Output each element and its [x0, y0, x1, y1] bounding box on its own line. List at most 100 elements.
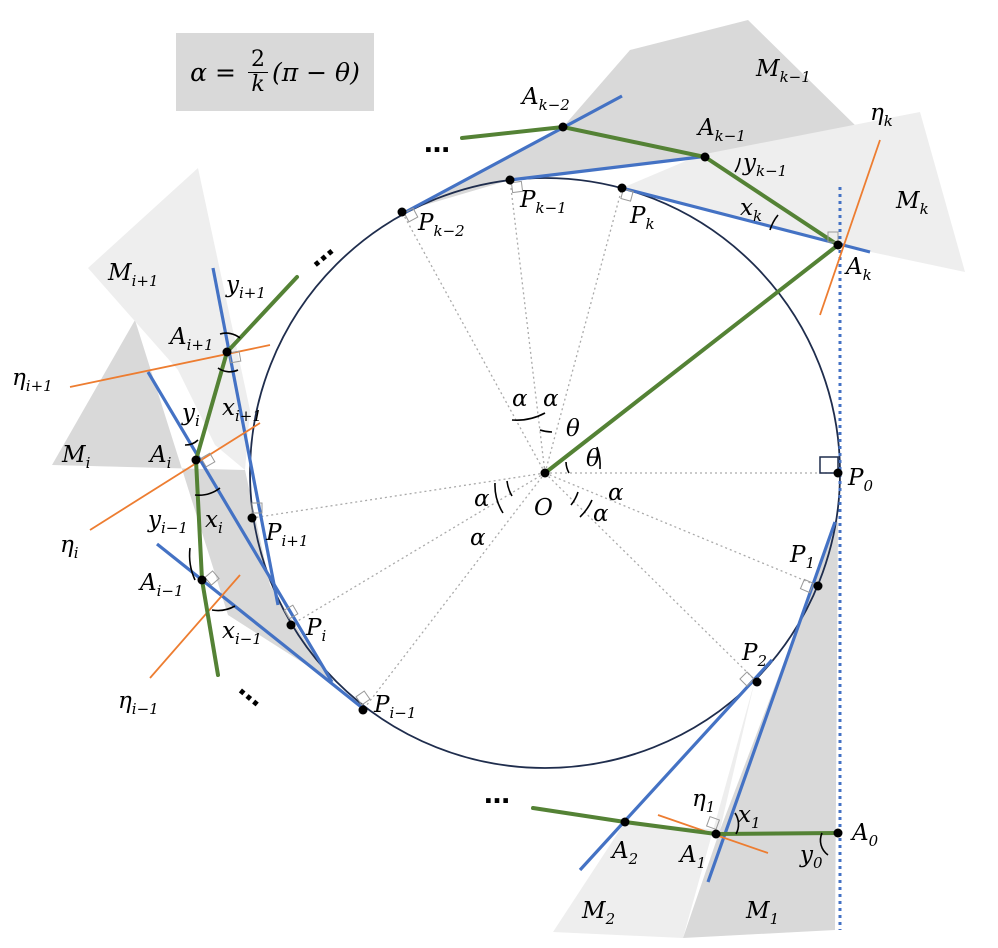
formula-numerator: 2 — [248, 47, 268, 73]
point-P1 — [813, 581, 823, 591]
tangent-Pk — [621, 186, 871, 254]
label-etaim1: ηi−1 — [118, 688, 159, 718]
path-Akm2-Ak — [460, 124, 840, 247]
label-y0: y0 — [799, 842, 823, 872]
label-Akm1: Ak−1 — [696, 115, 746, 145]
label-P0: P0 — [847, 465, 873, 495]
point-O — [540, 468, 550, 478]
formula-fraction: 2 k — [248, 47, 268, 97]
point-A0 — [833, 828, 843, 838]
point-P2 — [752, 677, 762, 687]
ellipsis-top: … — [424, 129, 450, 159]
tangent-P1 — [706, 521, 837, 883]
label-Pim1: Pi−1 — [373, 692, 416, 722]
label-Akm2: Ak−2 — [520, 84, 570, 114]
label-yi: yi — [181, 400, 200, 430]
point-Ak — [833, 240, 843, 250]
label-Aip1: Ai+1 — [168, 324, 214, 354]
label-P1: P1 — [789, 542, 815, 572]
label-Pi: Pi — [305, 615, 326, 645]
label-P2: P2 — [741, 640, 767, 670]
angle-arcs — [184, 157, 829, 856]
label-Ak: Ak — [844, 254, 872, 284]
label-etai: ηi — [60, 532, 79, 562]
label-M2: M2 — [581, 898, 615, 928]
point-P0 — [833, 468, 843, 478]
label-ykm1: yk−1 — [742, 150, 787, 180]
tangent-P2 — [578, 658, 774, 872]
label-etaip1: ηi+1 — [12, 365, 53, 395]
label-Pkm1: Pk−1 — [519, 187, 567, 217]
label-alpha-3: α — [474, 486, 490, 512]
region-Mip1 — [88, 168, 250, 470]
radius-Pkm1 — [509, 179, 546, 474]
point-A1 — [711, 829, 721, 839]
label-yim1: yi−1 — [147, 507, 188, 537]
right-angle-P0 — [819, 456, 839, 474]
path-A0-A2 — [531, 806, 840, 837]
label-Mkm1: Mk−1 — [755, 56, 811, 86]
label-O: O — [534, 495, 553, 521]
radius-Pi — [290, 472, 546, 626]
label-xim1: xi−1 — [222, 618, 262, 648]
label-eta1: η1 — [692, 786, 715, 816]
point-Akm1 — [700, 152, 710, 162]
radius-P2 — [544, 472, 758, 683]
point-Aip1 — [222, 347, 232, 357]
label-A0: A0 — [850, 820, 879, 850]
right-angle-markers — [200, 180, 839, 831]
label-alpha-1: α — [512, 386, 528, 412]
point-Pi — [286, 620, 296, 630]
normal-etai — [89, 422, 261, 531]
label-alpha-4: α — [470, 525, 486, 551]
tangent-Pip1 — [211, 267, 280, 606]
formula: α = 2 k (π − θ) — [176, 33, 374, 111]
label-alpha-2: α — [543, 386, 559, 412]
normal-etak — [819, 139, 881, 316]
formula-rhs: (π − θ) — [272, 57, 360, 87]
tangent-Pi — [146, 371, 334, 683]
label-Mk: Mk — [895, 188, 929, 218]
path-segments — [193, 124, 840, 837]
label-alpha-6: α — [593, 501, 609, 527]
formula-denominator: k — [251, 71, 265, 97]
label-alpha-5: α — [608, 480, 624, 506]
label-theta-1: θ — [566, 416, 580, 442]
label-yip1: yi+1 — [225, 272, 266, 302]
label-Pk: Pk — [629, 203, 655, 233]
formula-box: α = 2 k (π − θ) — [176, 33, 374, 111]
radius-P1 — [544, 472, 819, 587]
radius-Pkm2 — [401, 211, 546, 474]
radius-Pim1 — [362, 472, 546, 711]
point-Aim1 — [197, 575, 207, 585]
point-Pk — [617, 183, 627, 193]
point-Ai — [191, 455, 201, 465]
label-Pip1: Pi+1 — [265, 520, 308, 550]
label-A1: A1 — [678, 842, 706, 872]
point-Pkm2 — [397, 207, 407, 217]
labels: O P0 P1 P2 Pi−1 Pi Pi+1 Pk−2 Pk−1 Pk A0 … — [12, 56, 929, 928]
label-xip1: xi+1 — [222, 395, 262, 425]
point-Pkm1 — [505, 175, 515, 185]
radii — [251, 179, 838, 711]
ellipsis-bottom: … — [484, 780, 510, 810]
point-A2 — [620, 817, 630, 827]
label-etak: ηk — [870, 100, 893, 130]
label-xi: xi — [205, 507, 223, 537]
ellipsis-left-bottom: … — [233, 673, 272, 713]
label-Ai: Ai — [148, 442, 172, 472]
label-M1: M1 — [745, 898, 779, 928]
label-Mi: Mi — [61, 442, 91, 472]
tangent-Pkm1 — [509, 154, 709, 182]
normal-etaim1 — [149, 574, 241, 679]
region-Mk — [622, 112, 965, 272]
label-A2: A2 — [610, 838, 638, 868]
tangent-Pkm2 — [399, 94, 623, 217]
path-O-Ak — [543, 243, 840, 475]
label-x1: x1 — [738, 802, 761, 832]
region-Mkm1 — [408, 20, 860, 210]
label-Mip1: Mi+1 — [107, 260, 158, 290]
region-M2 — [553, 680, 755, 938]
formula-eq: = — [215, 57, 236, 87]
